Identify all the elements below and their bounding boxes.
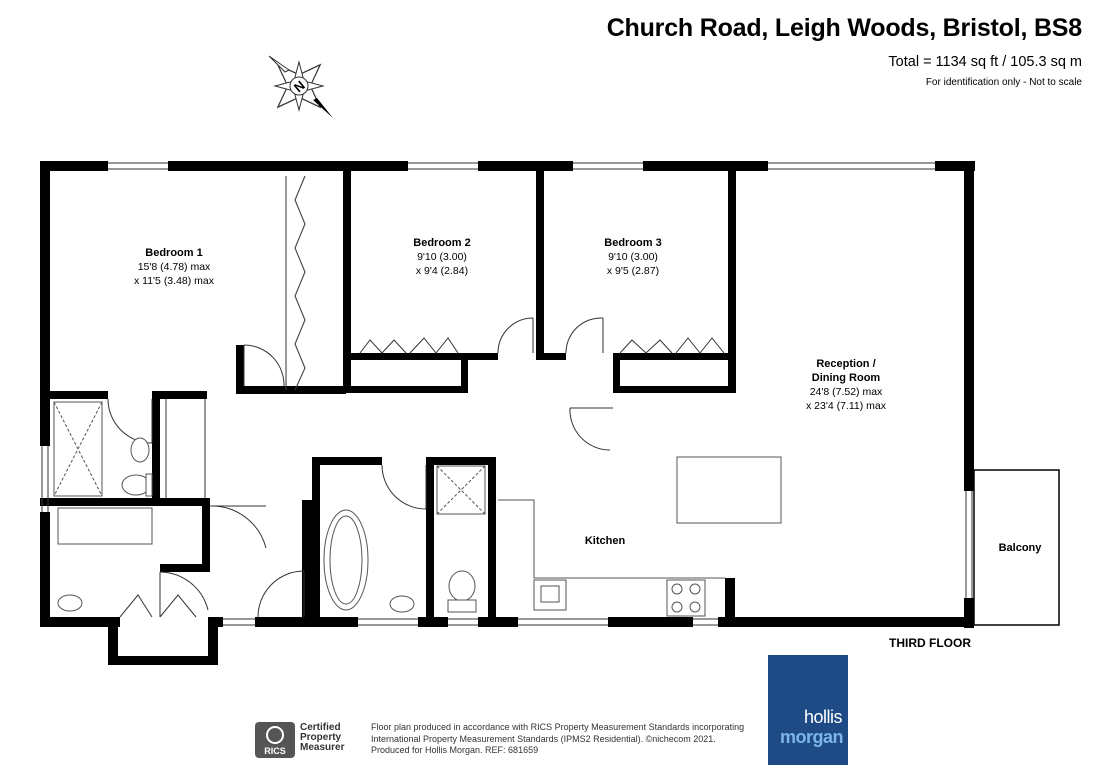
rics-line: Property: [300, 732, 342, 743]
fixtures: [53, 401, 782, 617]
room-dimension: 9'10 (3.00): [608, 251, 658, 263]
room-dimension: 9'10 (3.00): [417, 251, 467, 263]
walls: [40, 161, 975, 665]
compass-icon: N: [268, 55, 333, 118]
room-dimension: 15'8 (4.78) max: [138, 261, 211, 273]
room-name: Balcony: [999, 542, 1043, 554]
disclaimer-line: Floor plan produced in accordance with R…: [371, 722, 745, 732]
basin-icon: [389, 595, 415, 613]
rics-badge: RICS Certified Property Measurer: [255, 720, 365, 760]
logo-line-2: morgan: [779, 727, 844, 747]
room-dimension: x 9'4 (2.84): [416, 265, 468, 277]
room-bedroom-2: Bedroom 2 9'10 (3.00) x 9'4 (2.84): [413, 237, 470, 277]
basin-icon: [57, 594, 83, 612]
room-name: Bedroom 1: [145, 247, 202, 259]
rics-certification: Certified Property Measurer: [300, 723, 344, 753]
disclaimer-line: Produced for Hollis Morgan. REF: 681659: [371, 745, 539, 755]
room-bedroom-1: Bedroom 1 15'8 (4.78) max x 11'5 (3.48) …: [134, 247, 215, 287]
room-dimension: 24'8 (7.52) max: [810, 386, 883, 398]
room-name: Bedroom 3: [604, 237, 661, 249]
room-name: Dining Room: [812, 372, 881, 384]
kitchen-counter: [498, 499, 725, 579]
scale-note: For identification only - Not to scale: [925, 77, 1082, 88]
kitchen-island-icon: [676, 456, 782, 524]
balcony: [973, 469, 1060, 626]
room-dimension: x 9'5 (2.87): [607, 265, 659, 277]
rics-line: Certified: [300, 722, 341, 733]
room-name: Kitchen: [585, 535, 626, 547]
total-area: Total = 1134 sq ft / 105.3 sq m: [888, 54, 1082, 70]
logo-line-1: hollis: [803, 707, 843, 727]
rics-logo-icon: RICS: [255, 722, 295, 758]
rics-line: Measurer: [300, 742, 345, 753]
hob-icon: [666, 579, 706, 617]
room-bedroom-3: Bedroom 3 9'10 (3.00) x 9'5 (2.87): [604, 237, 661, 277]
disclaimer: Floor plan produced in accordance with R…: [371, 722, 744, 757]
toilet-icon: [448, 570, 476, 602]
doors: [107, 317, 613, 618]
property-address-title: Church Road, Leigh Woods, Bristol, BS8: [606, 14, 1083, 42]
room-dimension: x 11'5 (3.48) max: [134, 275, 215, 287]
room-balcony: Balcony: [999, 542, 1043, 554]
room-reception: Reception / Dining Room 24'8 (7.52) max …: [806, 358, 887, 412]
disclaimer-line: International Property Measurement Stand…: [371, 733, 716, 744]
floor-label: THIRD FLOOR: [889, 636, 971, 650]
wardrobe-doors: [165, 175, 725, 498]
hollis-morgan-logo: hollis morgan: [768, 655, 848, 765]
windows: [41, 162, 973, 626]
rics-label: RICS: [264, 746, 286, 756]
room-name: Reception /: [816, 358, 875, 370]
bath-tub-icon: [57, 507, 153, 545]
room-dimension: x 23'4 (7.11) max: [806, 400, 887, 412]
basin-icon: [130, 437, 150, 463]
room-kitchen: Kitchen: [585, 535, 626, 547]
room-name: Bedroom 2: [413, 237, 470, 249]
